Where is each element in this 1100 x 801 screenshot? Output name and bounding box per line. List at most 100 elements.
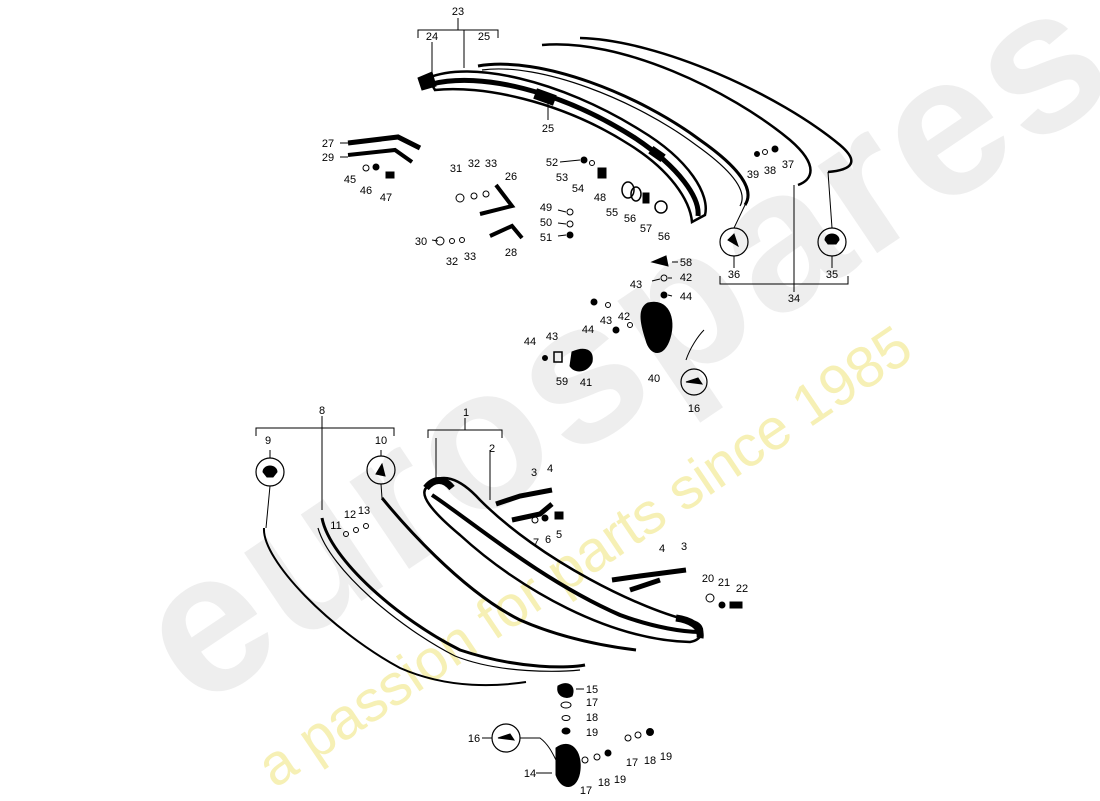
front-outer-seal: [262, 527, 527, 687]
front-bumper-assembly: [262, 476, 743, 687]
part-28-bracket: [489, 223, 524, 240]
front-bumper-end-cap: [423, 477, 455, 491]
rear-hardware: [347, 134, 779, 246]
label-40: 40: [648, 373, 660, 385]
label-39: 39: [747, 169, 759, 181]
seal-profile-36-icon: [727, 233, 739, 248]
label-33a: 33: [485, 158, 497, 170]
label-16a: 16: [688, 403, 700, 415]
label-58: 58: [680, 257, 692, 269]
rear-rubber-seal: [541, 43, 812, 187]
label-11: 11: [330, 520, 341, 532]
label-12: 12: [344, 509, 356, 521]
label-28: 28: [505, 247, 517, 259]
rear-bumper-end: [417, 71, 437, 91]
label-41: 41: [580, 377, 592, 389]
label-42a: 42: [680, 272, 692, 284]
label-16b: 16: [468, 733, 480, 745]
label-3b: 3: [681, 541, 687, 553]
label-4a: 4: [547, 463, 553, 475]
label-1: 1: [463, 407, 469, 419]
label-9: 9: [265, 435, 271, 447]
rear-outer-seal: [579, 36, 853, 174]
front-light-assembly: [491, 683, 654, 787]
label-56a: 56: [624, 213, 636, 225]
part-26-bracket: [479, 183, 516, 216]
label-26: 26: [505, 171, 517, 183]
label-59: 59: [556, 376, 568, 388]
detail-circle-16a: [680, 368, 708, 396]
front-trim-strip: [380, 497, 637, 652]
part-labels: 1 2 3 4 5 6 7 3 4 8 9 10 11 12 13 14 15 …: [265, 6, 838, 797]
rear-bumper-blade-edge: [431, 77, 701, 217]
label-31: 31: [450, 163, 462, 175]
light-housing-14: [555, 743, 581, 787]
part-58: [650, 255, 669, 267]
light-housing-40: [640, 301, 673, 353]
label-47: 47: [380, 192, 392, 204]
part-4b-bracket: [629, 577, 661, 593]
label-51: 51: [540, 232, 552, 244]
label-3a: 3: [531, 467, 537, 479]
part-27-strip: [347, 134, 422, 151]
rear-light-assembly: [542, 255, 708, 396]
part-3b-bracket: [611, 567, 687, 583]
front-bumper-blade: [423, 476, 704, 644]
label-43a: 43: [630, 279, 642, 291]
label-7: 7: [533, 537, 539, 549]
part-15: [557, 683, 574, 699]
label-18c: 18: [644, 755, 656, 767]
rear-bumper-bracket-plate: [533, 88, 557, 106]
label-44b: 44: [582, 324, 594, 336]
label-57: 57: [640, 223, 652, 235]
label-17a: 17: [586, 697, 598, 709]
label-22: 22: [736, 583, 748, 595]
label-32b: 32: [446, 256, 458, 268]
rear-bumper-blade: [426, 70, 707, 224]
label-44a: 44: [680, 291, 692, 303]
label-53: 53: [556, 172, 568, 184]
rear-bumper-assembly: [417, 36, 853, 224]
label-18b: 18: [598, 777, 610, 789]
part-29-strip: [347, 147, 414, 164]
label-54: 54: [572, 183, 584, 195]
label-48: 48: [594, 192, 606, 204]
label-44c: 44: [524, 336, 536, 348]
label-35: 35: [826, 269, 838, 281]
front-bumper-edge: [430, 493, 701, 634]
rear-bumper-bracket-plate-2: [648, 146, 666, 162]
label-34: 34: [788, 293, 800, 305]
label-37: 37: [782, 159, 794, 171]
front-seal-strip: [320, 517, 586, 669]
rear-trim-strip-inner: [481, 68, 743, 207]
label-36: 36: [728, 269, 740, 281]
label-27: 27: [322, 138, 334, 150]
label-17c: 17: [626, 757, 638, 769]
part-3-bracket: [495, 487, 553, 507]
label-46: 46: [360, 185, 372, 197]
label-17b: 17: [580, 785, 592, 797]
label-32a: 32: [468, 158, 480, 170]
label-43c: 43: [546, 331, 558, 343]
label-10: 10: [375, 435, 387, 447]
part-4-bracket: [511, 502, 554, 523]
label-50: 50: [540, 217, 552, 229]
label-19a: 19: [586, 727, 598, 739]
label-30: 30: [415, 236, 427, 248]
label-6: 6: [545, 534, 551, 546]
label-23: 23: [452, 6, 464, 18]
label-24: 24: [426, 31, 438, 43]
label-29: 29: [322, 152, 334, 164]
seal-profile-35-icon: [824, 233, 840, 245]
label-13: 13: [358, 505, 370, 517]
label-49: 49: [540, 202, 552, 214]
label-25a: 25: [478, 31, 490, 43]
label-52: 52: [546, 157, 558, 169]
label-8: 8: [319, 405, 325, 417]
label-5: 5: [556, 529, 562, 541]
label-19b: 19: [614, 774, 626, 786]
label-55: 55: [606, 207, 618, 219]
rear-trim-strip: [477, 62, 750, 206]
